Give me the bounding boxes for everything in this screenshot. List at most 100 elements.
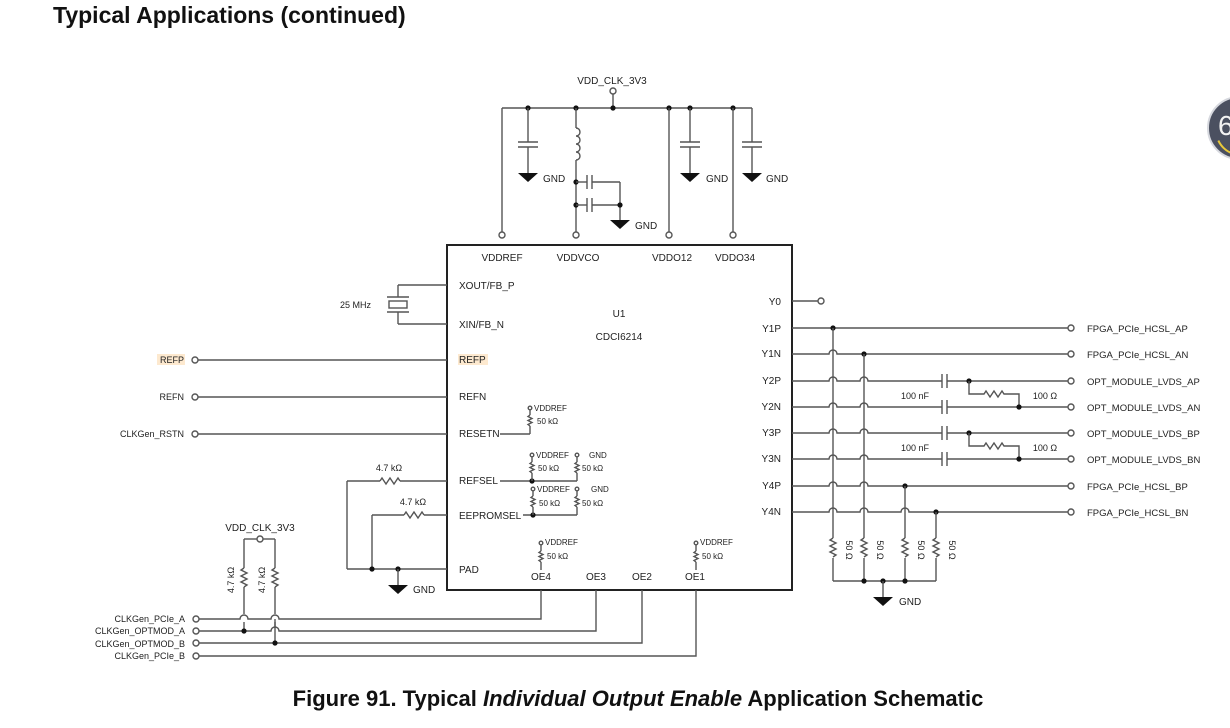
pin-oe3: OE3 [586, 572, 606, 583]
gnd-label: GND [635, 221, 657, 232]
out-terminal[interactable] [1067, 482, 1075, 490]
pin-refsel: REFSEL [459, 476, 498, 487]
oe-nets: VDD_CLK_3V3 4.7 kΩ 4.7 kΩ CLKGen_PCIe_A … [95, 523, 697, 661]
crystal-frequency: 25 MHz [340, 300, 372, 310]
term-resistor-a [968, 381, 1020, 407]
pin-eepromsel: EEPROMSEL [459, 511, 522, 522]
gnd-label: GND [706, 174, 728, 185]
crystal-25mhz: 25 MHz [340, 284, 447, 325]
pin-resetn: RESETN [459, 429, 500, 440]
pull-value: 50 kΩ [702, 552, 723, 561]
pin-y1n: Y1N [762, 349, 781, 360]
supply-label-oe: VDD_CLK_3V3 [225, 523, 295, 534]
out-terminal[interactable] [1067, 377, 1075, 385]
search-highlight [458, 354, 488, 365]
crystal-icon [388, 300, 408, 309]
pull-value: 50 kΩ [539, 499, 560, 508]
caption-suffix: Application Schematic [742, 686, 984, 711]
pin-oe4: OE4 [531, 572, 551, 583]
resistor-icon [379, 476, 401, 486]
pin-xout: XOUT/FB_P [459, 281, 515, 292]
strap-resistors: 4.7 kΩ 4.7 kΩ GND [346, 463, 447, 596]
output-nets: 100 nF 100 Ω 100 nF 100 Ω 50 Ω 50 Ω [792, 297, 1200, 608]
resistor-icon [403, 510, 425, 520]
pull-value: 50 kΩ [547, 552, 568, 561]
net-out-7: FPGA_PCIe_HCSL_BN [1087, 508, 1189, 519]
hcsl-term-1 [828, 537, 838, 558]
out-terminal[interactable] [1067, 350, 1075, 358]
hcsl-term-2 [859, 537, 869, 558]
out-terminal[interactable] [1067, 403, 1075, 411]
y0-terminal[interactable] [817, 297, 825, 305]
gnd-label: GND [543, 174, 565, 185]
out-terminal[interactable] [1067, 455, 1075, 463]
refp-terminal[interactable] [191, 356, 199, 364]
net-refp: REFP [160, 355, 184, 365]
pin-refn: REFN [459, 392, 486, 403]
vddref-label: VDDREF [545, 538, 578, 547]
pin-y4n: Y4N [762, 507, 781, 518]
ic-part-number: CDCI6214 [596, 332, 643, 343]
hcsl-term-value: 50 Ω [875, 540, 885, 560]
vddref-label: VDDREF [536, 451, 569, 460]
hcsl-term-3 [900, 537, 910, 558]
pullup-resistor-2 [270, 567, 280, 588]
figure-caption: Figure 91. Typical Individual Output Ena… [0, 686, 1230, 712]
ac-cap-value: 100 nF [901, 391, 930, 401]
pull-value: 50 kΩ [582, 464, 603, 473]
oe-pcie-a-terminal[interactable] [192, 615, 200, 623]
pin-y3n: Y3N [762, 454, 781, 465]
gnd-label: GND [899, 597, 921, 608]
hcsl-term-value: 50 Ω [844, 540, 854, 560]
pin-refp: REFP [459, 355, 486, 366]
pin-oe2: OE2 [632, 572, 652, 583]
pin-y4p: Y4P [762, 481, 781, 492]
term-resistor-b [968, 433, 1020, 459]
hcsl-term-value: 50 Ω [947, 540, 957, 560]
power-section: VDD_CLK_3V3 GND GND [498, 76, 788, 239]
caption-prefix: Figure 91. Typical [292, 686, 483, 711]
pin-vddo12: VDDO12 [652, 253, 692, 264]
pin-vddo34: VDDO34 [715, 253, 755, 264]
out-terminal[interactable] [1067, 508, 1075, 516]
net-oe-pcie-b: CLKGen_PCIe_B [114, 651, 185, 661]
net-refn: REFN [160, 392, 185, 402]
pin-xin: XIN/FB_N [459, 320, 504, 331]
pin-pad: PAD [459, 565, 479, 576]
ac-cap-value: 100 nF [901, 443, 930, 453]
search-highlight [157, 354, 185, 365]
pin-oe1: OE1 [685, 572, 705, 583]
oe-pcie-b-terminal[interactable] [192, 652, 200, 660]
ic-body[interactable] [446, 244, 793, 591]
hcsl-term-4 [931, 537, 941, 558]
pin-y0: Y0 [769, 297, 782, 308]
net-clkgen-rstn: CLKGen_RSTN [120, 429, 184, 439]
section-heading: Typical Applications (continued) [53, 2, 406, 28]
net-oe-optmod-a: CLKGen_OPTMOD_A [95, 626, 185, 636]
ground-icon [518, 173, 538, 182]
pin-y1p: Y1P [762, 324, 781, 335]
out-terminal[interactable] [1067, 324, 1075, 332]
gnd-label: GND [413, 585, 435, 596]
rstn-terminal[interactable] [191, 430, 199, 438]
net-oe-optmod-b: CLKGen_OPTMOD_B [95, 639, 185, 649]
eepromsel-resistor-value: 4.7 kΩ [400, 497, 427, 507]
oe-optmod-b-terminal[interactable] [192, 639, 200, 647]
pin-vddvco: VDDVCO [557, 253, 600, 264]
pull-value: 50 kΩ [582, 499, 603, 508]
oe-optmod-a-terminal[interactable] [192, 627, 200, 635]
vddref-label: VDDREF [534, 404, 567, 413]
net-oe-pcie-a: CLKGen_PCIe_A [114, 614, 185, 624]
ic-u1[interactable]: U1 CDCI6214 VDDREF VDDVCO VDDO12 VDDO34 … [446, 244, 793, 591]
pull-value: 50 kΩ [538, 464, 559, 473]
out-terminal[interactable] [1067, 429, 1075, 437]
vddref-label: VDDREF [537, 485, 570, 494]
pin-vddref: VDDREF [481, 253, 522, 264]
pullup-value: 4.7 kΩ [226, 567, 236, 594]
vddref-label: VDDREF [700, 538, 733, 547]
refn-terminal[interactable] [191, 393, 199, 401]
ferrite-inductor [575, 127, 581, 161]
term-res-value: 100 Ω [1033, 391, 1058, 401]
pin-y2p: Y2P [762, 376, 781, 387]
